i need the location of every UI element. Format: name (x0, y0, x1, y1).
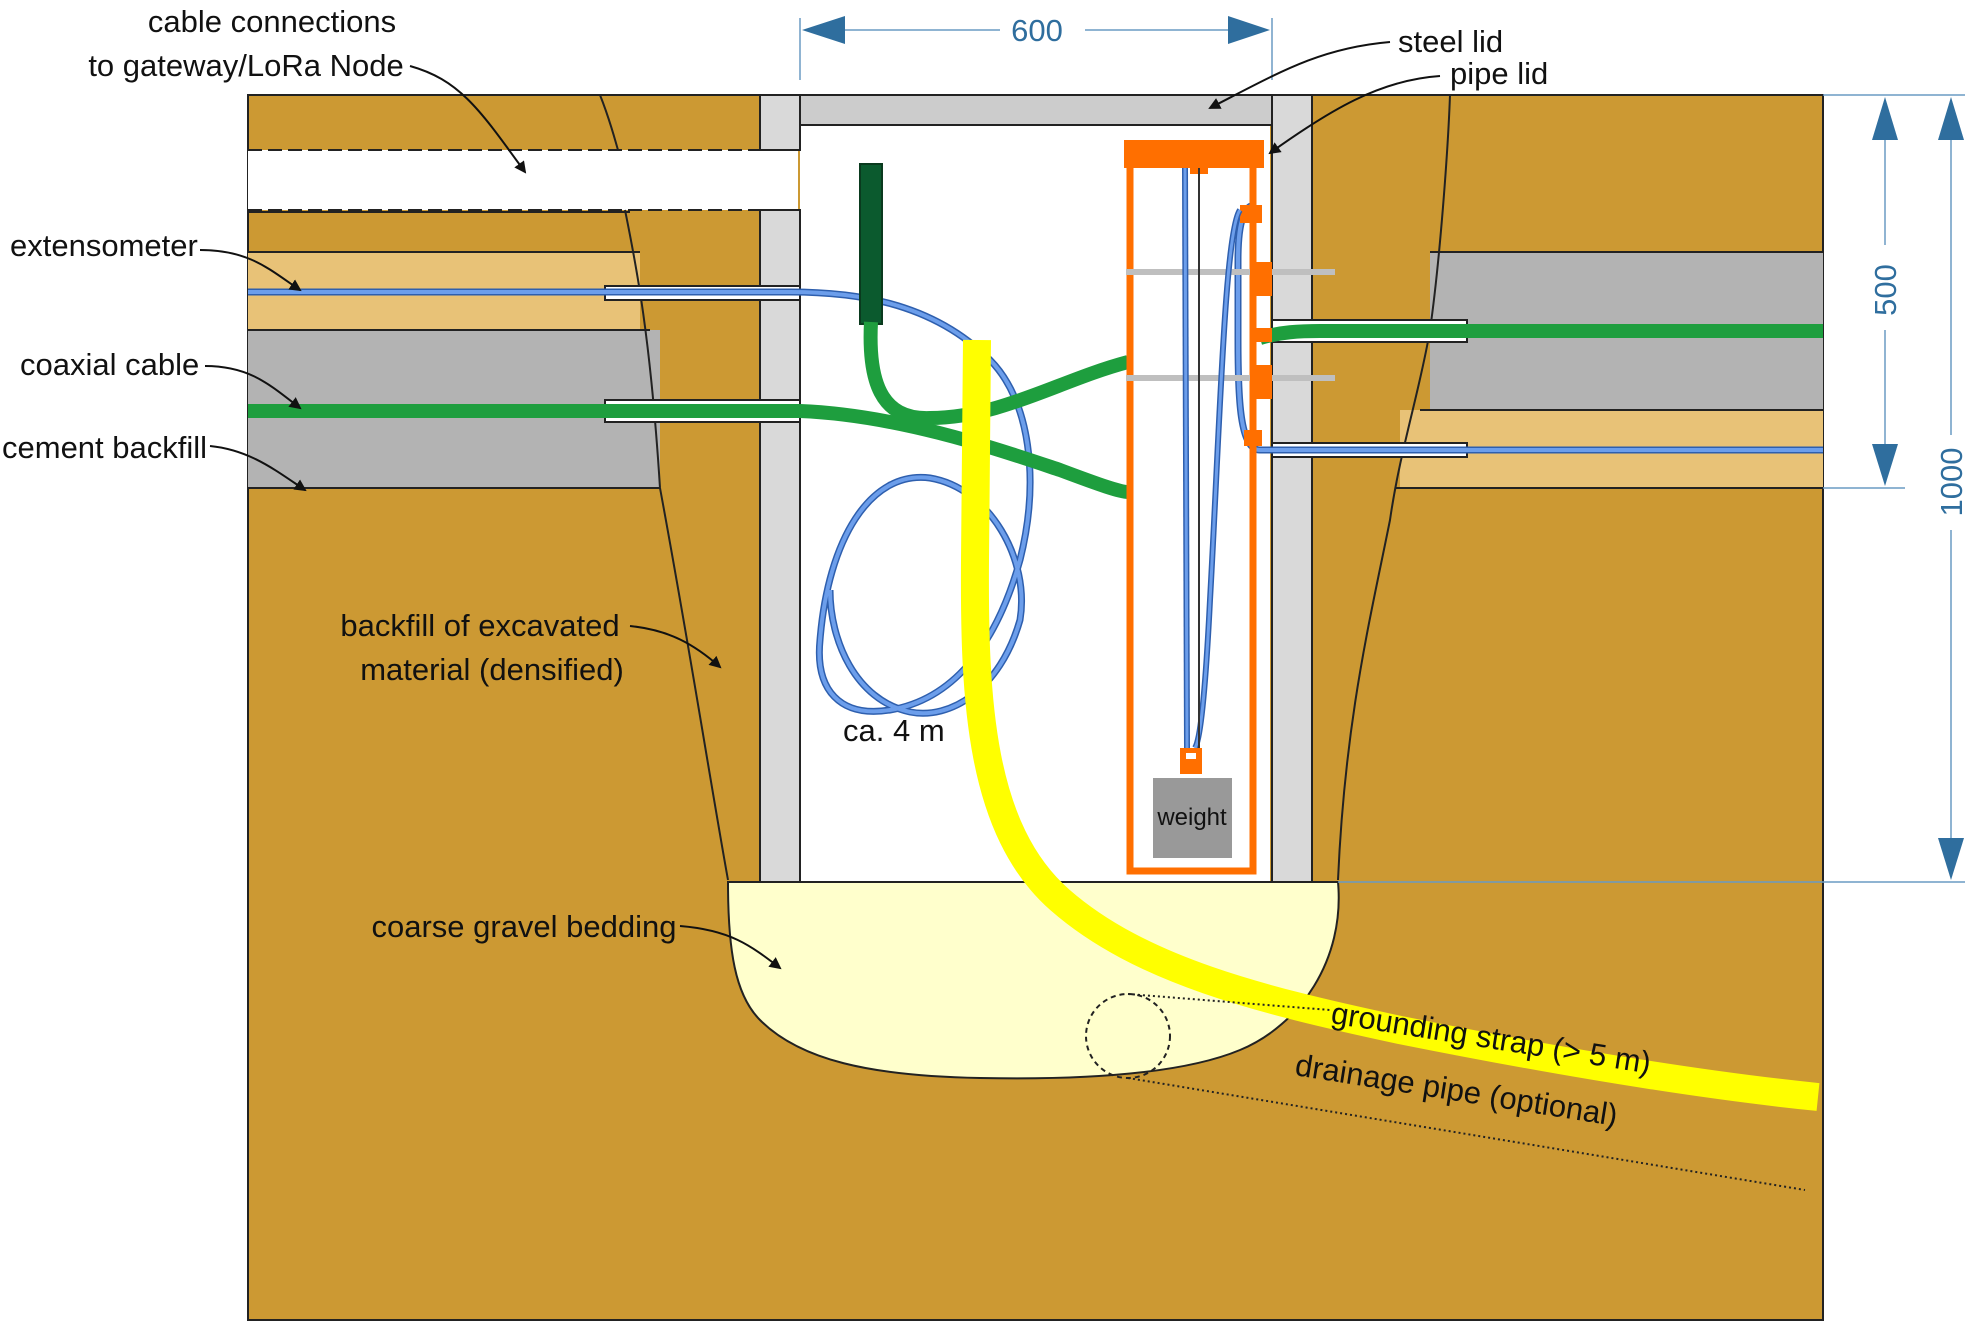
dimension-upper-label: 500 (1868, 264, 1903, 316)
excavation-outline-left (599, 94, 729, 881)
weight-block (1153, 778, 1232, 858)
steel-lid (799, 94, 1273, 126)
label-steel-lid: steel lid (1398, 24, 1503, 59)
shaft-wall-right (1271, 94, 1313, 883)
label-backfill-1: backfill of excavated (340, 608, 619, 643)
shaft-wall-left (759, 209, 801, 883)
label-extensometer: extensometer (10, 228, 198, 263)
label-ca-length: ca. 4 m (843, 713, 945, 748)
label-backfill-2: material (densified) (360, 652, 624, 687)
label-cement-backfill: cement backfill (2, 430, 207, 465)
dimension-width: 600 (799, 13, 1273, 80)
sensor-module (859, 163, 883, 325)
cable-channel (248, 150, 798, 210)
coaxial-cable-left (248, 404, 1129, 499)
label-coaxial-cable: coaxial cable (20, 347, 199, 382)
dimension-total: 1000 (1934, 97, 1969, 880)
weight-label: weight (1156, 804, 1227, 831)
label-pipe-lid: pipe lid (1450, 56, 1548, 91)
label-cable-connections-2: to gateway/LoRa Node (88, 48, 403, 83)
shaft-wall-left-upper (759, 94, 801, 151)
dimension-width-label: 600 (1011, 13, 1063, 48)
sensor-cable (863, 321, 1130, 426)
label-coarse-gravel: coarse gravel bedding (371, 909, 676, 944)
coaxial-cable-right (1257, 324, 1823, 345)
dimension-upper: 500 (1823, 94, 1965, 489)
label-cable-connections-1: cable connections (148, 4, 396, 39)
dimension-total-label: 1000 (1934, 448, 1969, 517)
grounding-strap (960, 339, 1820, 1111)
